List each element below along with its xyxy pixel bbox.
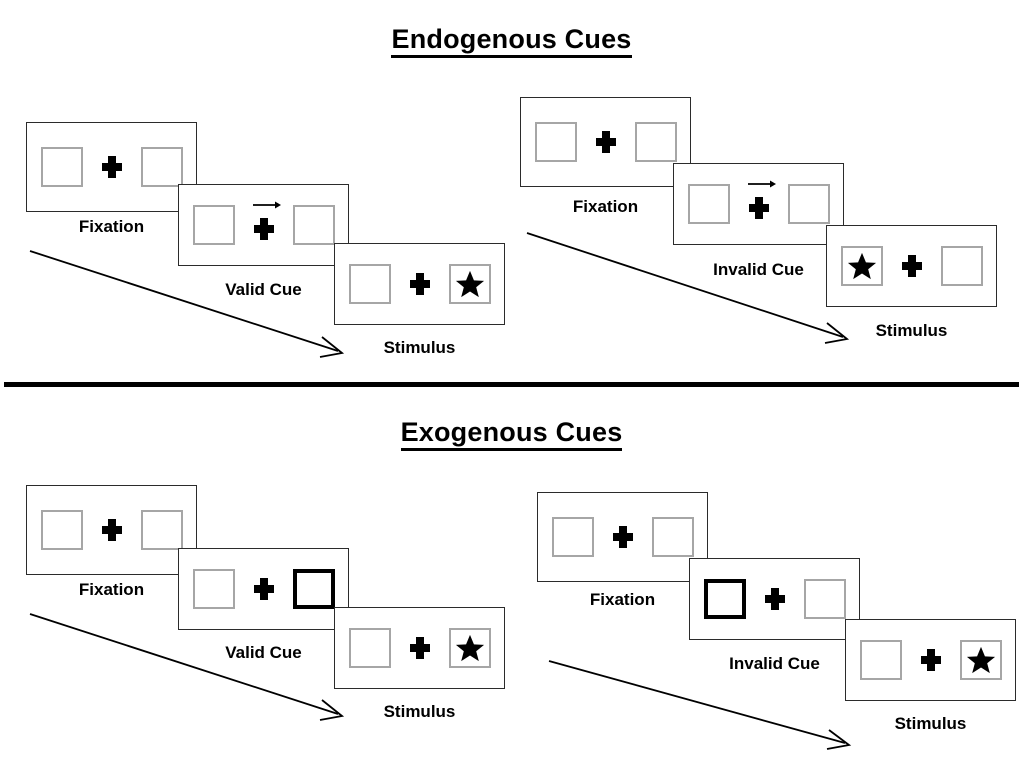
frame-endogenous-invalid-stimulus [826,225,997,307]
stimulus-box-right [634,122,677,162]
frame-endogenous-invalid-cue [673,163,844,245]
caption-exogenous-invalid-fixation: Fixation [589,590,656,609]
plus-cross-icon [253,577,275,601]
arrow-right-icon [747,180,776,188]
stimulus-box-left [192,205,235,245]
stimulus-box-left-target [840,246,883,286]
star-icon [847,252,876,280]
stimulus-box-right [787,184,830,224]
plus-cross-icon [764,587,786,611]
caption-endogenous-valid-cue: Valid Cue [225,280,302,299]
frame-endogenous-valid-cue [178,184,349,266]
stimulus-box-right [651,517,694,557]
caption-endogenous-invalid-fixation: Fixation [572,197,639,216]
caption-exogenous-valid-fixation: Fixation [78,580,145,599]
stimulus-box-left [348,628,391,668]
arrow-right-icon [252,201,281,209]
stimulus-box-left [40,147,83,187]
section-title-endogenous: Endogenous Cues [0,24,1023,58]
frame-exogenous-invalid-cue [689,558,860,640]
plus-cross-icon [252,201,281,240]
stimulus-box-right [140,510,183,550]
stimulus-box-left [551,517,594,557]
plus-cross-icon [901,254,923,278]
plus-cross-icon [409,636,431,660]
frame-endogenous-valid-fixation [26,122,197,212]
frame-exogenous-valid-cue [178,548,349,630]
stimulus-box-left [40,510,83,550]
frame-exogenous-valid-fixation [26,485,197,575]
plus-cross-icon [747,180,776,219]
plus-cross-icon [595,130,617,154]
stimulus-box-right-target [448,264,491,304]
stimulus-box-right-target [448,628,491,668]
stimulus-box-right [292,205,335,245]
section-divider [4,382,1019,387]
stimulus-box-left [687,184,730,224]
section-title-endogenous-text: Endogenous Cues [391,24,632,58]
star-icon [966,646,995,674]
stimulus-box-right [140,147,183,187]
frame-endogenous-valid-stimulus [334,243,505,325]
frame-exogenous-invalid-fixation [537,492,708,582]
stimulus-box-left [348,264,391,304]
section-title-exogenous-text: Exogenous Cues [400,417,623,451]
stimulus-box-left [534,122,577,162]
caption-endogenous-invalid-cue: Invalid Cue [713,260,804,279]
caption-endogenous-invalid-stimulus: Stimulus [875,321,948,340]
caption-exogenous-invalid-stimulus: Stimulus [894,714,967,733]
stimulus-box-right [803,579,846,619]
caption-exogenous-invalid-cue: Invalid Cue [729,654,820,673]
plus-cross-icon [409,272,431,296]
frame-exogenous-invalid-stimulus [845,619,1016,701]
plus-cross-icon [612,525,634,549]
plus-cross-icon [101,155,123,179]
stimulus-box-left-cued [703,579,746,619]
frame-exogenous-valid-stimulus [334,607,505,689]
caption-exogenous-valid-cue: Valid Cue [225,643,302,662]
stimulus-box-right-target [959,640,1002,680]
frame-endogenous-invalid-fixation [520,97,691,187]
caption-endogenous-valid-stimulus: Stimulus [383,338,456,357]
time-arrow-endogenous-invalid [526,232,850,344]
stimulus-box-right [940,246,983,286]
plus-cross-icon [101,518,123,542]
caption-endogenous-valid-fixation: Fixation [78,217,145,236]
section-title-exogenous: Exogenous Cues [0,417,1023,451]
stimulus-box-left [859,640,902,680]
star-icon [455,634,484,662]
stimulus-box-right-cued [292,569,335,609]
star-icon [455,270,484,298]
stimulus-box-left [192,569,235,609]
plus-cross-icon [920,648,942,672]
caption-exogenous-valid-stimulus: Stimulus [383,702,456,721]
